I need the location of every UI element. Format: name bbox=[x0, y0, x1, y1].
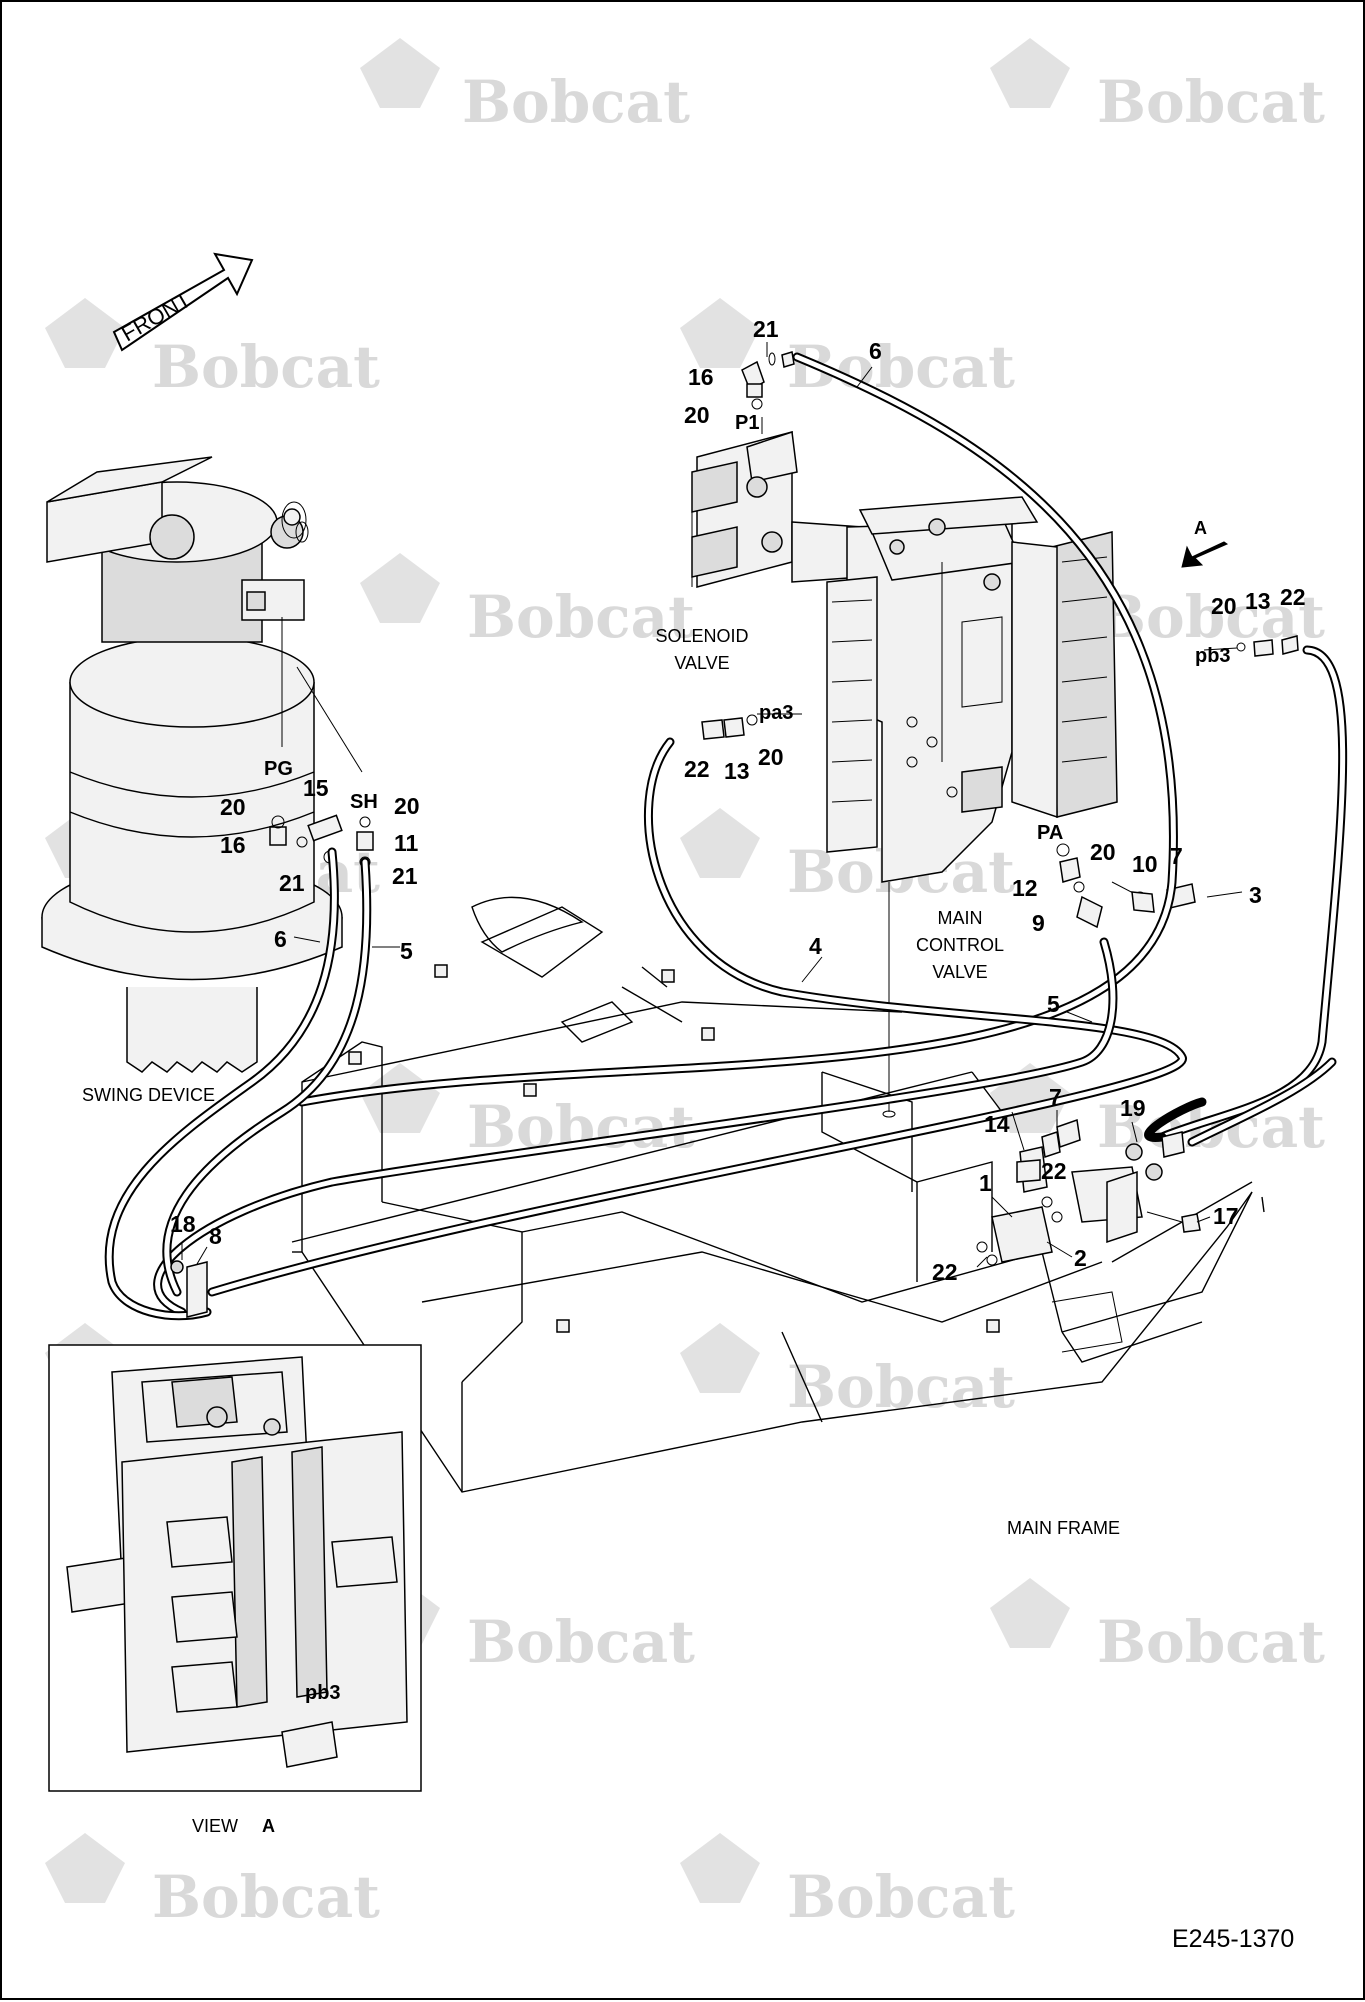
callout-21: 21 bbox=[279, 870, 305, 896]
callout-22: 22 bbox=[1041, 1158, 1067, 1184]
watermark-text: Bobcat bbox=[787, 1863, 1015, 1931]
watermark-text: Bobcat bbox=[1097, 1608, 1325, 1676]
callout-20: 20 bbox=[684, 402, 710, 428]
callout-9: 9 bbox=[1032, 910, 1045, 936]
callout-20: 20 bbox=[758, 744, 784, 770]
callout-20: 20 bbox=[220, 794, 246, 820]
port-label-pg: PG bbox=[264, 758, 293, 780]
swing-device bbox=[41, 456, 363, 1073]
callout-13: 13 bbox=[1245, 588, 1271, 614]
callout-18: 18 bbox=[170, 1211, 196, 1237]
callout-6: 6 bbox=[869, 338, 882, 364]
watermark-text: Bobcat bbox=[787, 1353, 1015, 1421]
view-a-box bbox=[48, 1344, 422, 1792]
callout-2: 2 bbox=[1074, 1245, 1087, 1271]
callout-13: 13 bbox=[724, 758, 750, 784]
callout-20: 20 bbox=[394, 793, 420, 819]
port-label-pa: PA bbox=[1037, 822, 1063, 844]
watermark-text: Bobcat bbox=[152, 1863, 380, 1931]
watermark-text: Bobcat bbox=[152, 333, 380, 401]
solenoid-valve-caption-line1: SOLENOID bbox=[655, 626, 748, 646]
callout-21: 21 bbox=[392, 863, 418, 889]
pa3-fittings bbox=[701, 713, 802, 740]
captions: SOLENOID VALVE MAIN CONTROL VALVE SWING … bbox=[82, 626, 1294, 1953]
callout-21: 21 bbox=[753, 316, 779, 342]
port-label-pb3-view: pb3 bbox=[305, 1682, 341, 1704]
callout-22: 22 bbox=[932, 1259, 958, 1285]
watermark-text: Bobcat bbox=[467, 1608, 695, 1676]
callout-16: 16 bbox=[220, 832, 246, 858]
callout-22: 22 bbox=[1280, 584, 1306, 610]
watermark-text: Bobcat bbox=[1097, 68, 1325, 136]
main-frame bbox=[291, 896, 1265, 1493]
watermark-text: Bobcat bbox=[462, 68, 690, 136]
callout-4: 4 bbox=[809, 933, 822, 959]
main-control-valve-caption-line2: CONTROL bbox=[916, 935, 1004, 955]
callout-14: 14 bbox=[984, 1111, 1010, 1137]
leader-lines bbox=[181, 342, 1243, 1268]
port-label-pb3: pb3 bbox=[1195, 645, 1231, 667]
solenoid-valve-caption-line2: VALVE bbox=[674, 653, 729, 673]
view-a-caption-letter: A bbox=[262, 1816, 275, 1836]
port-label-pa3: pa3 bbox=[759, 702, 793, 724]
callout-6: 6 bbox=[274, 926, 287, 952]
callout-5: 5 bbox=[1047, 991, 1060, 1017]
callout-11: 11 bbox=[394, 830, 419, 856]
watermark-text: Bobcat bbox=[467, 1093, 695, 1161]
port-label-sh: SH bbox=[350, 791, 378, 813]
view-a-caption-prefix: VIEW bbox=[192, 1816, 238, 1836]
callout-22: 22 bbox=[684, 756, 710, 782]
hoses bbox=[104, 352, 1348, 1321]
callout-10: 10 bbox=[1132, 851, 1158, 877]
port-label-p1: P1 bbox=[735, 412, 759, 434]
solenoid-valve bbox=[691, 351, 798, 588]
watermark-text: Bobcat bbox=[467, 583, 695, 651]
swing-device-caption: SWING DEVICE bbox=[82, 1085, 215, 1105]
callout-5: 5 bbox=[400, 938, 413, 964]
callout-12: 12 bbox=[1012, 875, 1038, 901]
main-control-valve-caption-line3: VALVE bbox=[932, 962, 987, 982]
callout-7: 7 bbox=[1049, 1084, 1062, 1110]
callout-8: 8 bbox=[209, 1223, 222, 1249]
callouts: 21 6 16 20 20 13 22 22 13 20 20 15 20 16… bbox=[170, 316, 1306, 1285]
port-labels: PG SH P1 PA pa3 pb3 pb3 bbox=[264, 412, 1231, 1704]
main-control-valve-caption-line1: MAIN bbox=[938, 908, 983, 928]
watermarks: Bobcat Bobcat Bobcat Bobcat Bobcat Bobca… bbox=[45, 38, 1325, 1931]
callout-3: 3 bbox=[1249, 882, 1262, 908]
main-frame-caption: MAIN FRAME bbox=[1007, 1518, 1120, 1538]
callout-7: 7 bbox=[1170, 843, 1183, 869]
callout-17: 17 bbox=[1213, 1203, 1239, 1229]
drawing-number: E245-1370 bbox=[1172, 1925, 1294, 1953]
hose-clamp bbox=[170, 1260, 208, 1318]
callout-15: 15 bbox=[303, 775, 329, 801]
callout-20: 20 bbox=[1090, 839, 1116, 865]
callout-1: 1 bbox=[979, 1170, 992, 1196]
callout-19: 19 bbox=[1120, 1095, 1146, 1121]
tee-assembly bbox=[976, 1118, 1201, 1266]
callout-16: 16 bbox=[688, 364, 714, 390]
main-control-valve bbox=[791, 496, 1118, 1118]
callout-20: 20 bbox=[1211, 593, 1237, 619]
view-a-marker-letter: A bbox=[1194, 518, 1207, 538]
swing-fittings bbox=[269, 814, 374, 868]
view-a-marker: A bbox=[1181, 518, 1229, 568]
pb3-fittings bbox=[1203, 635, 1299, 657]
